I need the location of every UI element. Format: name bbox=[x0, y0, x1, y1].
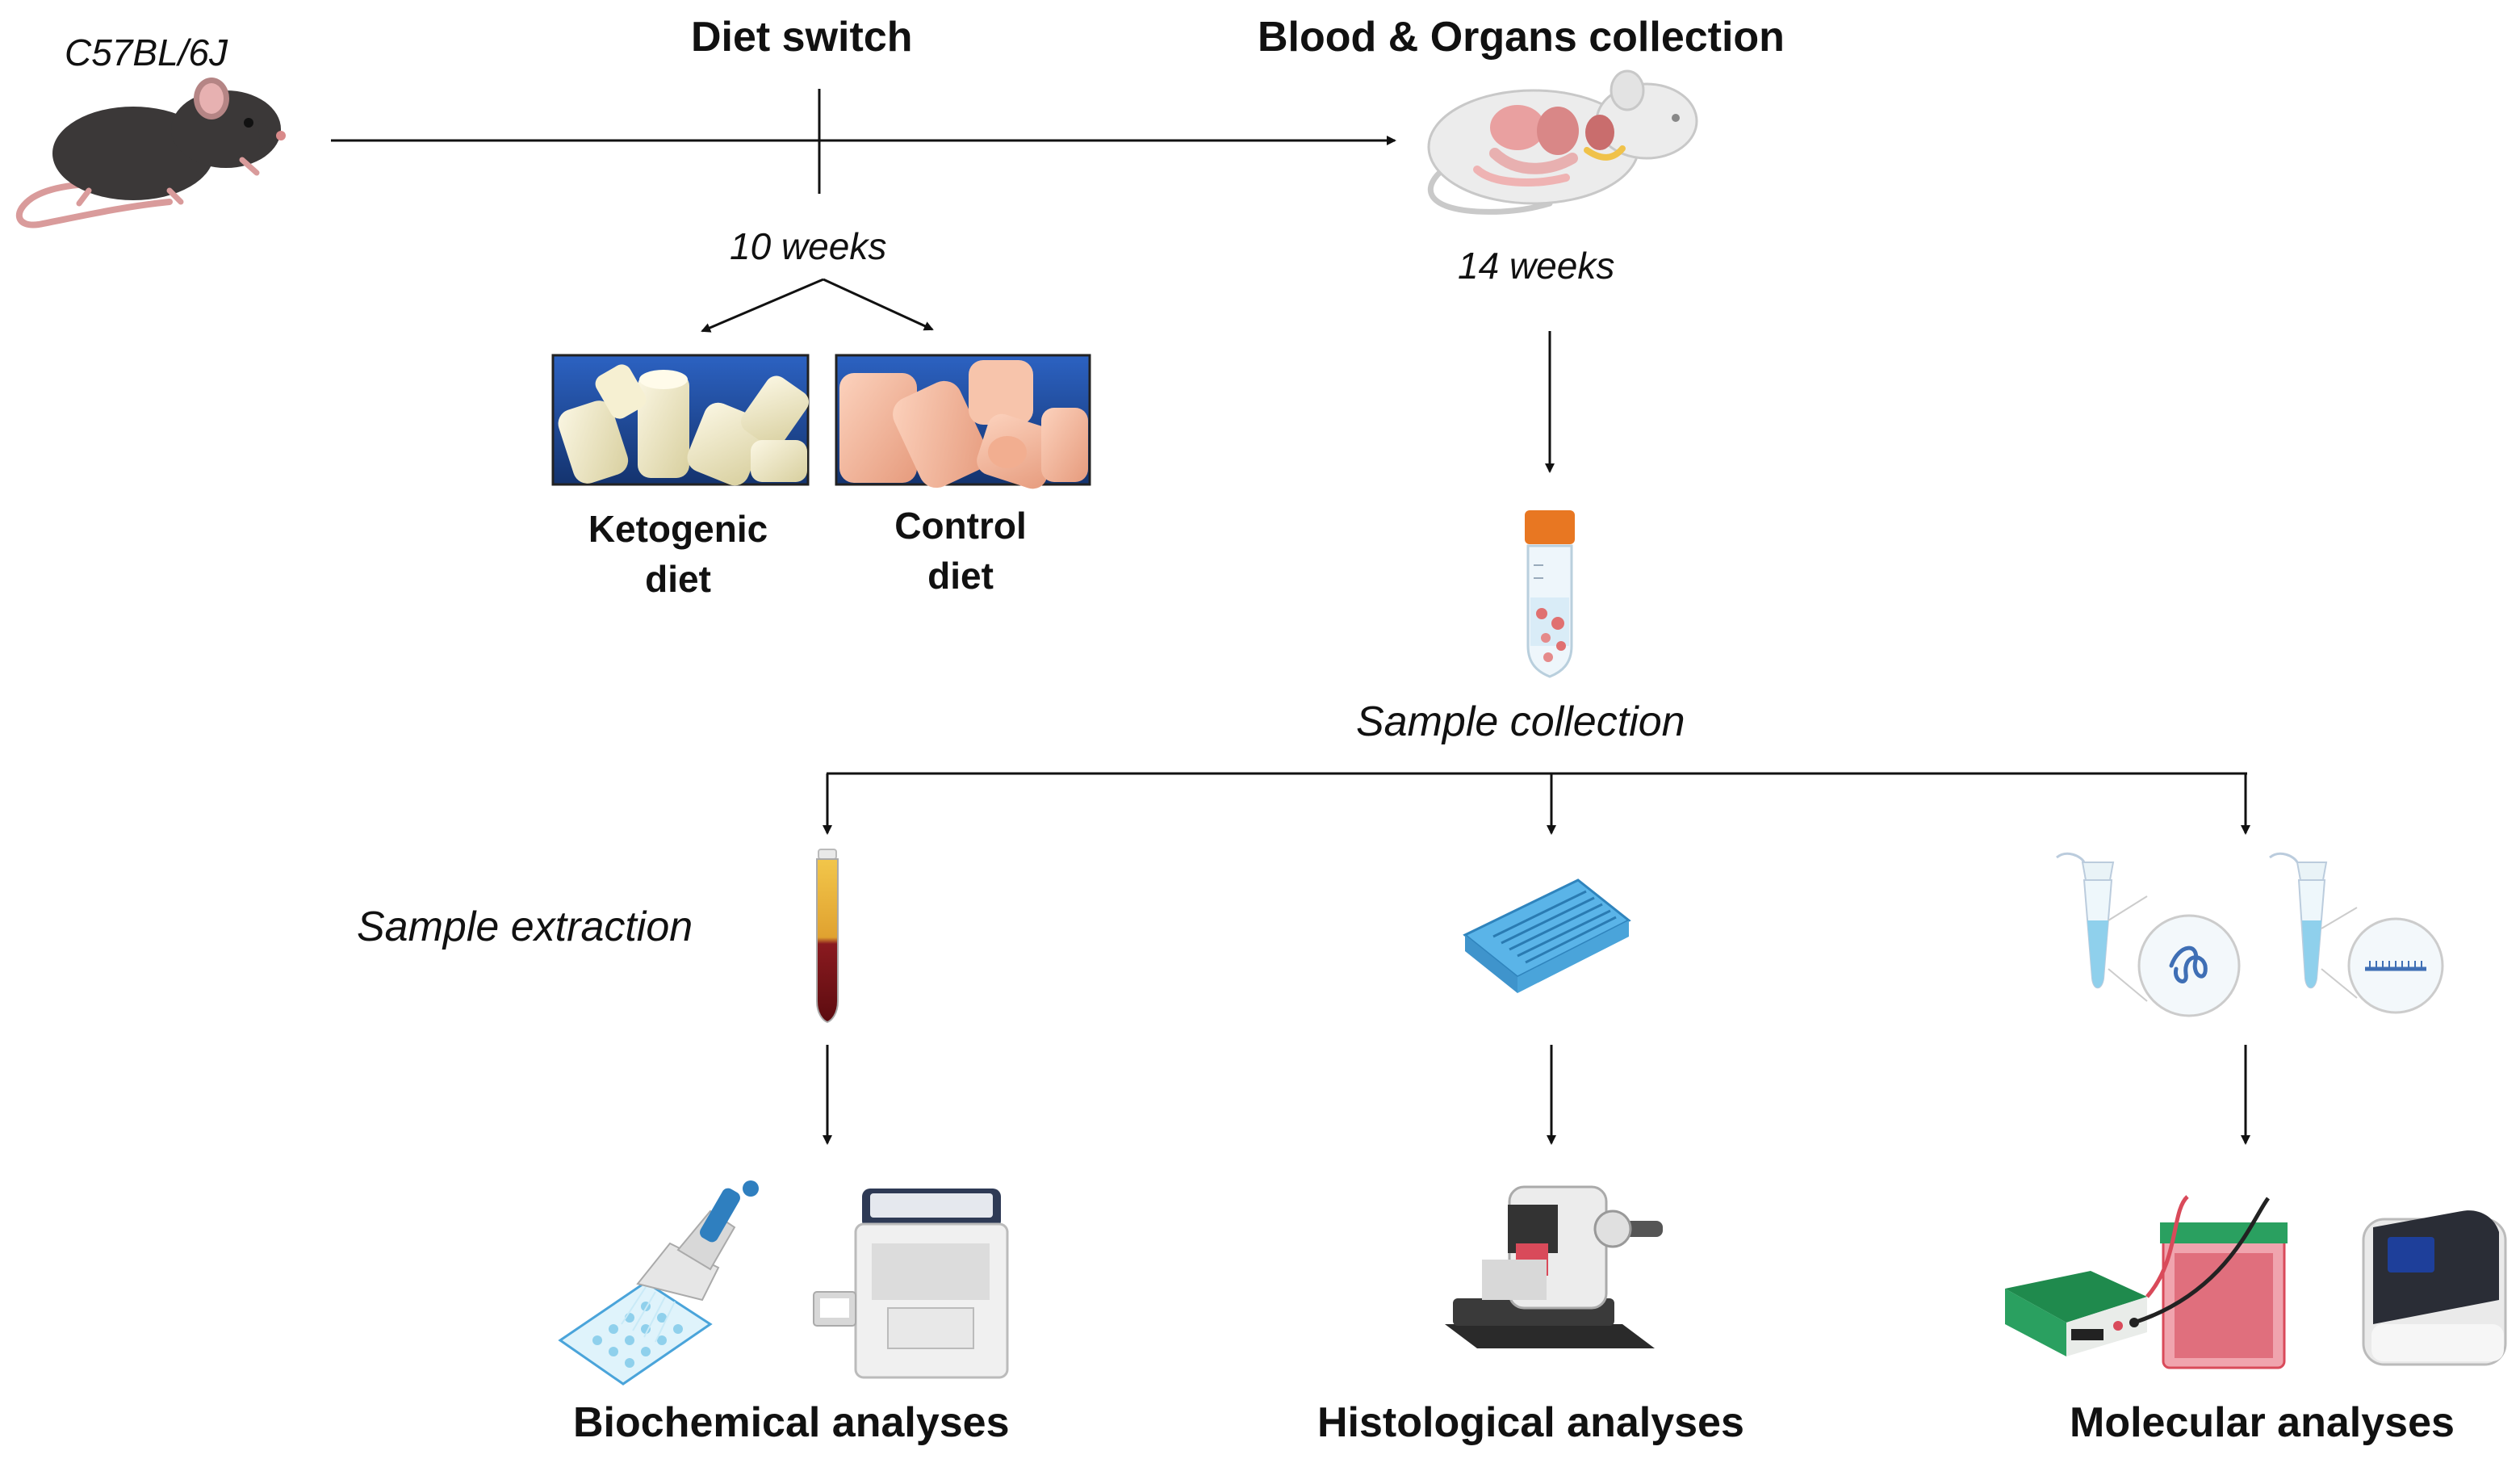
collection-title: Blood & Organs collection bbox=[1258, 14, 1785, 61]
diet-split-arrows bbox=[701, 278, 934, 333]
dna-tube-icon bbox=[2269, 852, 2444, 1014]
qpcr-machine-icon bbox=[2362, 1210, 2507, 1366]
molecular-analyses-label: Molecular analyses bbox=[2070, 1399, 2455, 1446]
control-label-line2: diet bbox=[927, 555, 994, 597]
ketogenic-label-line1: Ketogenic bbox=[588, 508, 768, 550]
histology-cassette-icon bbox=[1463, 878, 1631, 993]
rna-tube-icon bbox=[2056, 852, 2241, 1017]
electrophoresis-icon bbox=[2005, 1195, 2288, 1369]
falcon-tube-icon bbox=[1525, 510, 1575, 678]
strain-label: C57BL/6J bbox=[65, 31, 228, 73]
weeks-14-label: 14 weeks bbox=[1458, 245, 1615, 287]
diet-switch-label: Diet switch bbox=[691, 14, 913, 61]
analysis-arrows bbox=[823, 1045, 2250, 1145]
blood-tube-icon bbox=[816, 849, 839, 1024]
biochemistry-analyzer-icon bbox=[813, 1189, 1009, 1379]
control-diet-photo bbox=[835, 354, 1091, 489]
ketogenic-label-line2: diet bbox=[645, 558, 711, 600]
control-chow-pellets bbox=[839, 360, 1088, 489]
control-label-line1: Control bbox=[894, 505, 1027, 547]
ketogenic-diet-photo bbox=[551, 354, 810, 486]
biochemical-analyses-label: Biochemical analyses bbox=[573, 1399, 1010, 1446]
timeline bbox=[331, 89, 1396, 194]
histological-analyses-label: Histological analyses bbox=[1317, 1399, 1744, 1446]
mouse-icon bbox=[15, 78, 286, 228]
branch-connector bbox=[823, 772, 2250, 835]
weeks-10-label: 10 weeks bbox=[730, 225, 887, 267]
sample-extraction-label: Sample extraction bbox=[357, 903, 693, 950]
sample-collection-label: Sample collection bbox=[1356, 698, 1685, 745]
multichannel-pipette-icon bbox=[558, 1180, 759, 1386]
microtome-icon bbox=[1445, 1185, 1663, 1348]
ketogenic-chow-pellets bbox=[558, 364, 810, 486]
dissected-mouse-icon bbox=[1427, 69, 1698, 215]
